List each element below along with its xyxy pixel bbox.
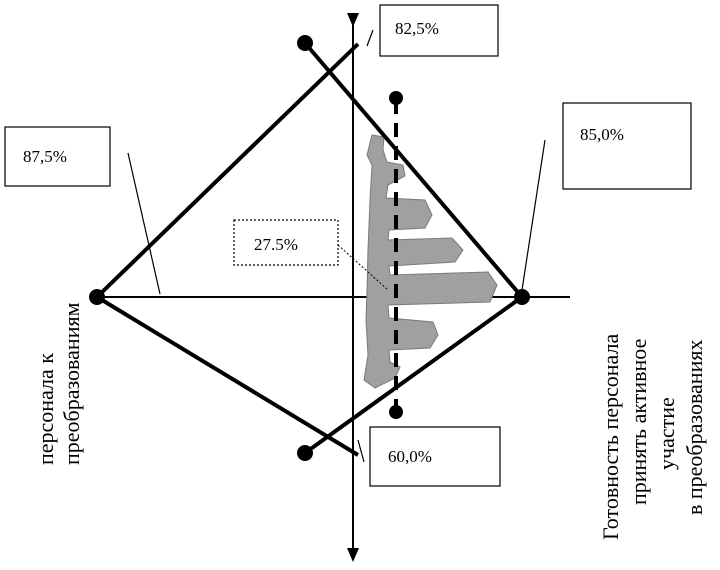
vertex-bottom (297, 445, 313, 461)
leader-line-bottom (357, 439, 365, 463)
vertex-top (297, 35, 313, 51)
left-axis-label: персонала к преобразованиям (33, 302, 84, 465)
right-axis-label-line1: Готовность персонала (598, 334, 623, 540)
right-axis-label-line3: участие (654, 397, 679, 470)
callout-right-label: 85,0% (580, 125, 624, 144)
callout-center-label: 27.5% (254, 235, 298, 254)
rhombus-edge-bottom-right (303, 295, 524, 455)
callout-left-box (4, 126, 111, 187)
rhombus-edge-top-left (95, 42, 360, 299)
callout-top-box (379, 4, 499, 57)
leader-line-center (337, 244, 389, 291)
callout-top-label: 82,5% (395, 19, 439, 38)
right-axis-label: Готовность персонала принять активное уч… (598, 334, 707, 540)
callout-center-box (233, 219, 339, 266)
left-axis-label-line2: преобразованиям (59, 302, 84, 465)
rhombus-edge-bottom-left (95, 295, 360, 457)
vertex-left (89, 289, 105, 305)
rhombus-edge-top-right (303, 41, 524, 299)
callout-bottom-box (369, 426, 501, 487)
callout-bottom-label: 60,0% (388, 447, 432, 466)
leader-line-left (127, 152, 161, 295)
left-axis-label-line1: персонала к (33, 353, 58, 465)
leader-line-top (366, 29, 374, 47)
vertex-right (514, 289, 530, 305)
leader-line-right (521, 139, 546, 291)
callout-right-box (562, 102, 692, 190)
right-axis-label-line4: в преобразованиях (682, 340, 707, 515)
dashed-line-top-point (389, 91, 403, 105)
right-axis-label-line2: принять активное (626, 339, 651, 505)
grey-comb-shape (363, 134, 498, 389)
callout-left-label: 87,5% (23, 147, 67, 166)
dashed-line-bottom-point (389, 405, 403, 419)
